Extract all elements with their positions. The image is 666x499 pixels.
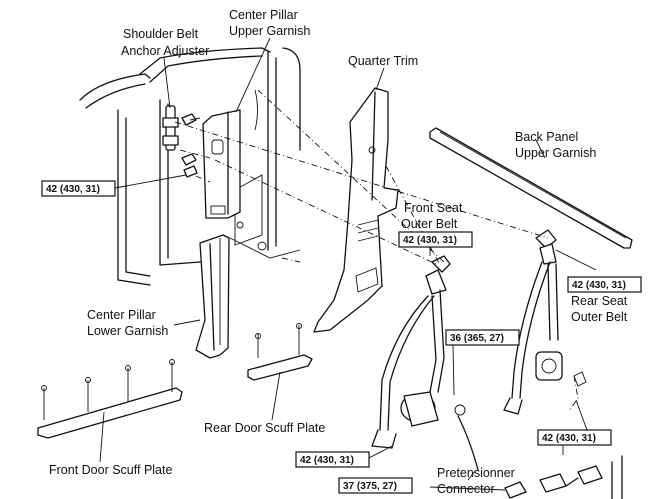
center-pillar-lower-garnish-part [195, 234, 230, 359]
back-panel-upper-garnish-part [429, 127, 633, 249]
torque-box-rear-belt-lower: 42 (430, 31) [537, 429, 612, 446]
svg-text:42 (430, 31): 42 (430, 31) [542, 433, 596, 444]
shoulder-belt-anchor-adjuster-part [162, 105, 201, 178]
pretensioner-connector-part [504, 455, 623, 499]
front-door-scuff-plate-part [37, 359, 183, 439]
label-front-seat-outer-belt: Front Seat Outer Belt [401, 201, 466, 231]
label-rear-seat-outer-belt: Rear Seat Outer Belt [571, 294, 631, 324]
quarter-trim-part [313, 87, 399, 333]
label-quarter-trim: Quarter Trim [348, 54, 418, 68]
label-back-panel-upper-garnish: Back Panel Upper Garnish [515, 130, 596, 160]
rear-door-scuff-plate-part [247, 323, 313, 381]
torque-box-pretensioner: 37 (375, 27) [338, 477, 413, 494]
label-rear-door-scuff-plate: Rear Door Scuff Plate [204, 421, 325, 435]
torque-box-front-belt-lower: 42 (430, 31) [295, 451, 370, 468]
center-pillar-upper-garnish-part [202, 109, 241, 219]
front-seat-outer-belt-part [371, 255, 479, 471]
svg-text:42 (430, 31): 42 (430, 31) [46, 184, 100, 195]
leader-lines [99, 37, 597, 491]
svg-text:42 (430, 31): 42 (430, 31) [300, 455, 354, 466]
label-pretensioner-connector: Pretensionner Connector [437, 466, 518, 496]
label-center-pillar-upper-garnish: Center Pillar Upper Garnish [229, 8, 310, 38]
body-shell [79, 47, 301, 286]
label-front-door-scuff-plate: Front Door Scuff Plate [49, 463, 172, 477]
torque-box-retractor: 36 (365, 27) [445, 329, 520, 346]
torque-box-anchor-adjuster: 42 (430, 31) [41, 180, 116, 197]
label-center-pillar-lower-garnish: Center Pillar Lower Garnish [87, 308, 168, 338]
svg-text:42 (430, 31): 42 (430, 31) [572, 280, 626, 291]
rear-seat-outer-belt-part [503, 229, 587, 415]
svg-text:36 (365, 27): 36 (365, 27) [450, 333, 504, 344]
torque-box-front-belt-upper: 42 (430, 31) [398, 231, 473, 248]
svg-text:37 (375, 27): 37 (375, 27) [343, 481, 397, 492]
torque-box-rear-belt-upper: 42 (430, 31) [567, 276, 642, 293]
label-shoulder-belt-anchor-adjuster: Shoulder Belt Anchor Adjuster [121, 27, 209, 58]
svg-text:42 (430, 31): 42 (430, 31) [403, 235, 457, 246]
